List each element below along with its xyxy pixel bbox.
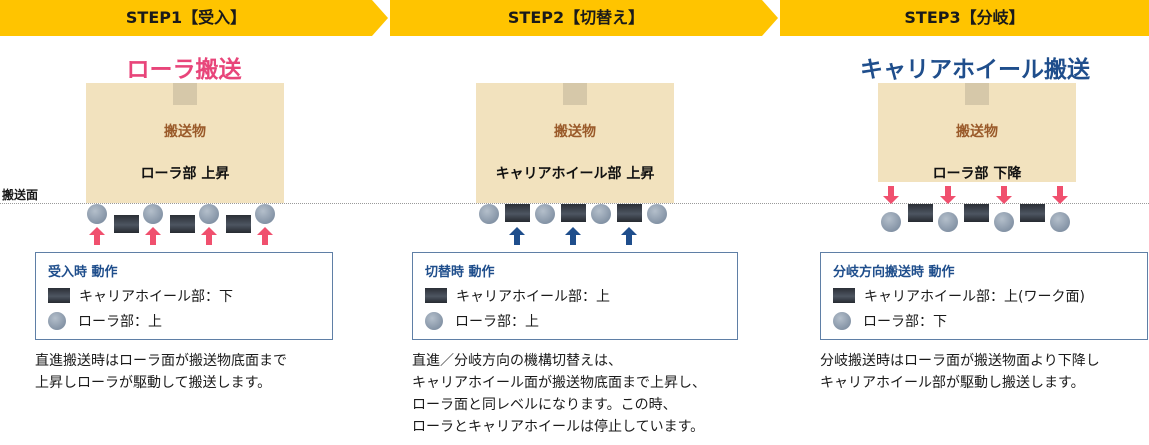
step3-label: STEP3【分岐】 xyxy=(904,8,1025,27)
roller xyxy=(87,204,107,224)
step1-box-label: 搬送物 xyxy=(164,124,206,140)
step1-up-arrow-icon xyxy=(257,227,273,245)
step2-box-label: 搬送物 xyxy=(554,124,596,140)
step1-legend-wheel-row: キャリアホイール部：下 xyxy=(48,286,233,306)
step1-description-line: 上昇しローラが駆動して搬送します。 xyxy=(35,375,272,391)
step2-legend-wheel-text: キャリアホイール部：上 xyxy=(456,289,610,305)
step1-description-line: 直進搬送時はローラ面が搬送物底面まで xyxy=(35,353,287,369)
roller xyxy=(199,204,219,224)
roller xyxy=(1050,212,1070,232)
step2-banner: STEP2【切替え】 xyxy=(390,0,778,36)
step3-legend-roller-text: ローラ部：下 xyxy=(863,314,947,330)
step3-legend-wheel-text: キャリアホイール部：上(ワーク面) xyxy=(864,289,1085,305)
step2-legend-roller-row: ローラ部：上 xyxy=(425,311,539,331)
step2-legend: 切替時 動作 キャリアホイール部：上 ローラ部：上 xyxy=(412,252,738,340)
roller xyxy=(591,204,611,224)
step2-legend-roller-text: ローラ部：上 xyxy=(455,314,539,330)
conveying-surface-line xyxy=(0,203,1149,204)
carrier-wheel xyxy=(505,204,530,222)
roller-icon xyxy=(833,312,851,330)
step3-legend-wheel-row: キャリアホイール部：上(ワーク面) xyxy=(833,286,1085,306)
step3-package-box: 搬送物 ローラ部 下降 xyxy=(878,83,1076,182)
step1-legend-wheel-text: キャリアホイール部：下 xyxy=(79,289,233,305)
roller xyxy=(143,204,163,224)
step1-legend-roller-text: ローラ部：上 xyxy=(78,314,162,330)
conveying-surface-label: 搬送面 xyxy=(2,188,39,202)
step3-banner: STEP3【分岐】 xyxy=(780,0,1149,36)
step2-legend-wheel-row: キャリアホイール部：上 xyxy=(425,286,610,306)
box-tape xyxy=(965,83,989,105)
roller xyxy=(479,204,499,224)
step3-mode-title: キャリアホイール搬送 xyxy=(860,57,1090,83)
step2-description-line: キャリアホイール面が搬送物底面まで上昇し、 xyxy=(412,375,706,391)
step2-description-line: 直進／分岐方向の機構切替えは、 xyxy=(412,353,622,369)
step1-legend-roller-row: ローラ部：上 xyxy=(48,311,162,331)
step2-up-arrow-icon xyxy=(565,227,581,245)
carrier-wheel xyxy=(170,215,195,233)
step1-up-arrow-icon xyxy=(201,227,217,245)
carrier-wheel-icon xyxy=(833,288,855,303)
step2-description-line: ローラ面と同レベルになります。この時、 xyxy=(412,397,677,413)
step1-mode-title: ローラ搬送 xyxy=(126,57,242,83)
step3-box-state: ローラ部 下降 xyxy=(932,166,1022,182)
box-tape xyxy=(173,83,197,105)
step3-down-arrow-icon xyxy=(883,186,899,204)
step2-box-state: キャリアホイール部 上昇 xyxy=(495,166,655,182)
step1-package-box: 搬送物 ローラ部 上昇 xyxy=(86,83,284,203)
step2-package-box: 搬送物 キャリアホイール部 上昇 xyxy=(476,83,674,203)
step3-description-line: キャリアホイール部が駆動し搬送します。 xyxy=(820,375,1085,391)
step3-down-arrow-icon xyxy=(1052,186,1068,204)
carrier-wheel-icon xyxy=(425,288,447,303)
step2-legend-heading: 切替時 動作 xyxy=(425,265,495,280)
step3-box-label: 搬送物 xyxy=(956,124,998,140)
step1-box-state: ローラ部 上昇 xyxy=(140,166,230,182)
step3-down-arrow-icon xyxy=(940,186,956,204)
step2-description-line: ローラとキャリアホイールは停止しています。 xyxy=(412,419,705,435)
roller xyxy=(994,212,1014,232)
carrier-wheel xyxy=(908,204,933,222)
carrier-wheel xyxy=(226,215,251,233)
roller xyxy=(535,204,555,224)
carrier-wheel xyxy=(964,204,989,222)
step2-up-arrow-icon xyxy=(509,227,525,245)
step3-legend: 分岐方向搬送時 動作 キャリアホイール部：上(ワーク面) ローラ部：下 xyxy=(820,252,1148,340)
roller xyxy=(881,212,901,232)
step1-label: STEP1【受入】 xyxy=(125,8,247,27)
step1-up-arrow-icon xyxy=(89,227,105,245)
step1-legend: 受入時 動作 キャリアホイール部：下 ローラ部：上 xyxy=(35,252,333,340)
step3-legend-roller-row: ローラ部：下 xyxy=(833,311,947,331)
roller xyxy=(255,204,275,224)
carrier-wheel xyxy=(617,204,642,222)
carrier-wheel xyxy=(561,204,586,222)
carrier-wheel xyxy=(1020,204,1045,222)
step1-banner: STEP1【受入】 xyxy=(0,0,388,36)
step3-description-line: 分岐搬送時はローラ面が搬送物面より下降し xyxy=(820,353,1100,369)
step3-legend-heading: 分岐方向搬送時 動作 xyxy=(833,265,955,280)
step3-down-arrow-icon xyxy=(996,186,1012,204)
step1-description: 直進搬送時はローラ面が搬送物底面まで 上昇しローラが駆動して搬送します。 xyxy=(35,350,287,394)
roller-icon xyxy=(425,312,443,330)
roller xyxy=(938,212,958,232)
step1-legend-heading: 受入時 動作 xyxy=(48,265,118,280)
step2-up-arrow-icon xyxy=(621,227,637,245)
roller-icon xyxy=(48,312,66,330)
step3-description: 分岐搬送時はローラ面が搬送物面より下降し キャリアホイール部が駆動し搬送します。 xyxy=(820,350,1100,394)
step1-up-arrow-icon xyxy=(145,227,161,245)
roller xyxy=(647,204,667,224)
step2-label: STEP2【切替え】 xyxy=(507,8,645,27)
box-tape xyxy=(563,83,587,105)
carrier-wheel-icon xyxy=(48,288,70,303)
step2-description: 直進／分岐方向の機構切替えは、 キャリアホイール面が搬送物底面まで上昇し、 ロー… xyxy=(412,350,706,438)
carrier-wheel xyxy=(114,215,139,233)
